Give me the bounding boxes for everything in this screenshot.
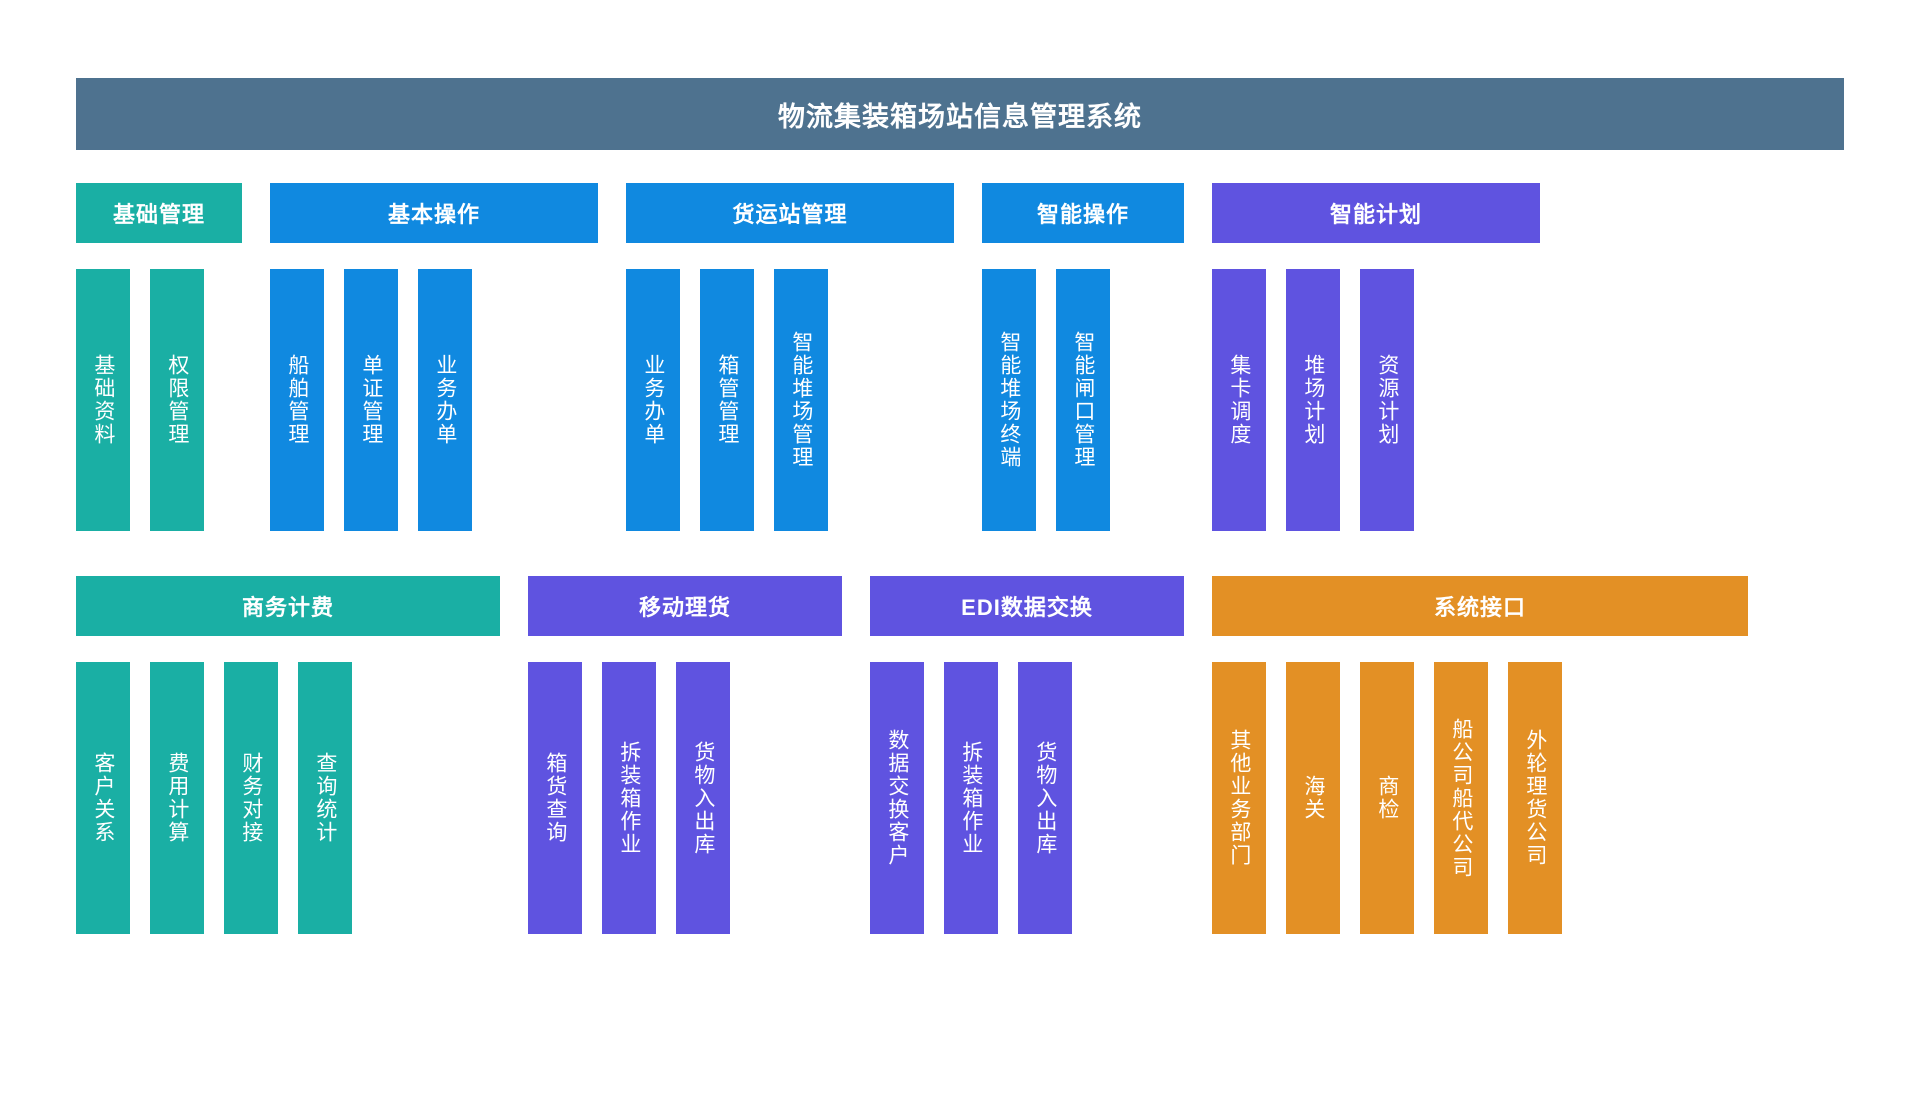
module-group: 智能计划集卡调度堆场计划资源计划 [1212, 183, 1540, 531]
module-group: 商务计费客户关系费用计算财务对接查询统计 [76, 576, 500, 934]
module-item[interactable]: 拆装箱作业 [944, 662, 998, 934]
page-title: 物流集装箱场站信息管理系统 [778, 101, 1142, 132]
module-item[interactable]: 基础资料 [76, 269, 130, 531]
system-title-bar: 物流集装箱场站信息管理系统 [76, 78, 1844, 150]
module-item-list: 智能堆场终端智能闸口管理 [982, 269, 1184, 531]
module-item[interactable]: 商检 [1360, 662, 1414, 934]
module-item[interactable]: 智能闸口管理 [1056, 269, 1110, 531]
module-group-header[interactable]: 系统接口 [1212, 576, 1748, 636]
module-group: 货运站管理业务办单箱管管理智能堆场管理 [626, 183, 954, 531]
module-group: EDI数据交换数据交换客户拆装箱作业货物入出库 [870, 576, 1184, 934]
module-group: 基础管理基础资料权限管理 [76, 183, 242, 531]
module-item[interactable]: 箱货查询 [528, 662, 582, 934]
module-item[interactable]: 外轮理货公司 [1508, 662, 1562, 934]
module-group-header[interactable]: 货运站管理 [626, 183, 954, 243]
module-item-list: 船舶管理单证管理业务办单 [270, 269, 598, 531]
module-item[interactable]: 客户关系 [76, 662, 130, 934]
module-item[interactable]: 数据交换客户 [870, 662, 924, 934]
module-item-list: 其他业务部门海关商检船公司船代公司外轮理货公司 [1212, 662, 1748, 934]
module-item[interactable]: 堆场计划 [1286, 269, 1340, 531]
module-row-1: 基础管理基础资料权限管理基本操作船舶管理单证管理业务办单货运站管理业务办单箱管管… [76, 183, 1844, 531]
module-item-list: 业务办单箱管管理智能堆场管理 [626, 269, 954, 531]
module-item[interactable]: 集卡调度 [1212, 269, 1266, 531]
module-item[interactable]: 业务办单 [626, 269, 680, 531]
diagram-canvas: 物流集装箱场站信息管理系统 基础管理基础资料权限管理基本操作船舶管理单证管理业务… [0, 78, 1920, 1118]
module-item[interactable]: 单证管理 [344, 269, 398, 531]
module-item[interactable]: 费用计算 [150, 662, 204, 934]
module-item-list: 数据交换客户拆装箱作业货物入出库 [870, 662, 1184, 934]
module-item-list: 客户关系费用计算财务对接查询统计 [76, 662, 500, 934]
module-item[interactable]: 智能堆场终端 [982, 269, 1036, 531]
module-item[interactable]: 业务办单 [418, 269, 472, 531]
module-group-header[interactable]: 智能操作 [982, 183, 1184, 243]
module-item[interactable]: 财务对接 [224, 662, 278, 934]
module-item[interactable]: 货物入出库 [676, 662, 730, 934]
module-group-header[interactable]: 商务计费 [76, 576, 500, 636]
module-item[interactable]: 智能堆场管理 [774, 269, 828, 531]
module-item[interactable]: 海关 [1286, 662, 1340, 934]
module-group-header[interactable]: 基础管理 [76, 183, 242, 243]
module-item[interactable]: 船公司船代公司 [1434, 662, 1488, 934]
module-group: 系统接口其他业务部门海关商检船公司船代公司外轮理货公司 [1212, 576, 1748, 934]
module-item[interactable]: 资源计划 [1360, 269, 1414, 531]
module-item[interactable]: 箱管管理 [700, 269, 754, 531]
module-group-header[interactable]: 移动理货 [528, 576, 842, 636]
module-item[interactable]: 其他业务部门 [1212, 662, 1266, 934]
module-item[interactable]: 拆装箱作业 [602, 662, 656, 934]
module-item[interactable]: 船舶管理 [270, 269, 324, 531]
module-item-list: 集卡调度堆场计划资源计划 [1212, 269, 1540, 531]
module-group: 移动理货箱货查询拆装箱作业货物入出库 [528, 576, 842, 934]
module-group: 基本操作船舶管理单证管理业务办单 [270, 183, 598, 531]
module-item-list: 箱货查询拆装箱作业货物入出库 [528, 662, 842, 934]
module-group-header[interactable]: EDI数据交换 [870, 576, 1184, 636]
module-item[interactable]: 货物入出库 [1018, 662, 1072, 934]
module-item[interactable]: 权限管理 [150, 269, 204, 531]
module-group-header[interactable]: 基本操作 [270, 183, 598, 243]
module-group: 智能操作智能堆场终端智能闸口管理 [982, 183, 1184, 531]
module-item-list: 基础资料权限管理 [76, 269, 242, 531]
module-group-header[interactable]: 智能计划 [1212, 183, 1540, 243]
module-item[interactable]: 查询统计 [298, 662, 352, 934]
